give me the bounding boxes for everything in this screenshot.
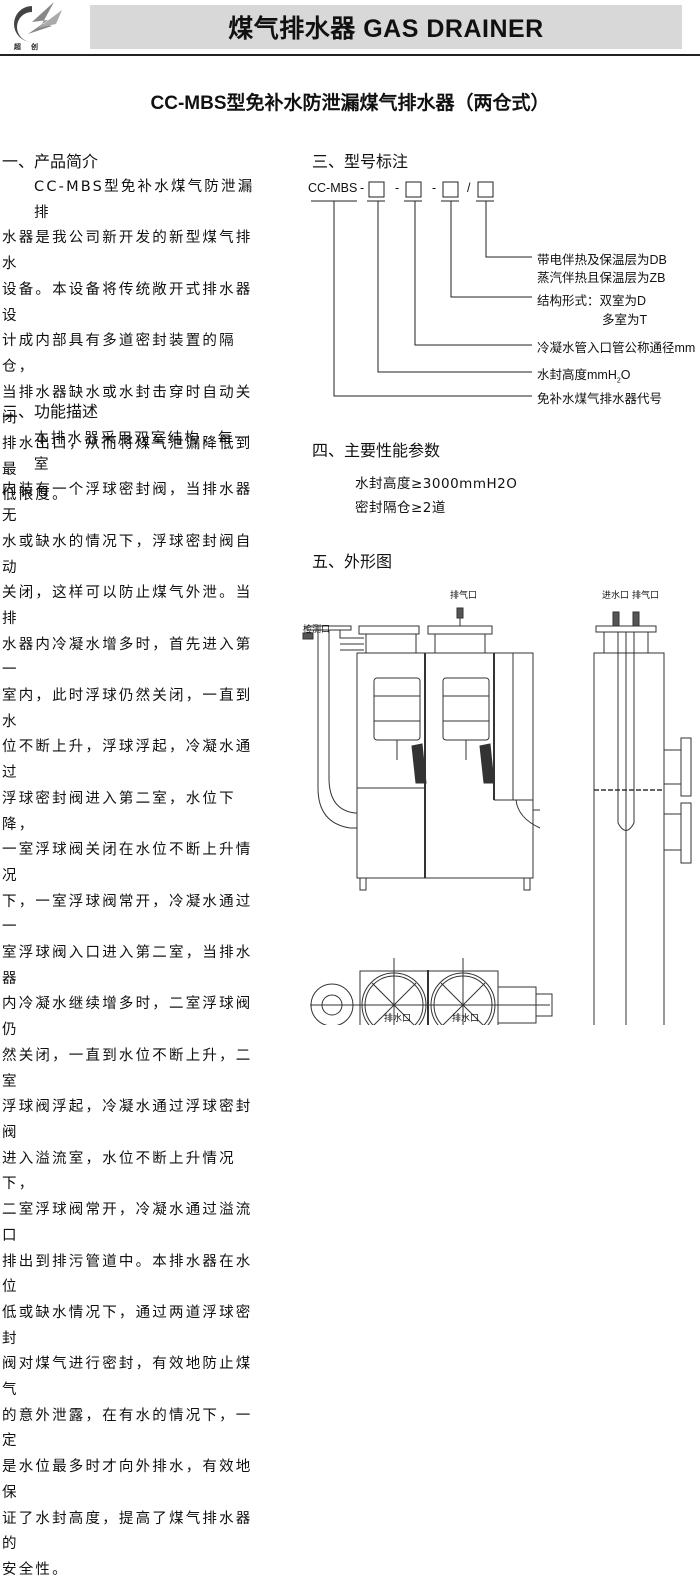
model-code-diagram [311, 181, 532, 397]
section-heading-drawing: 五、外形图 [312, 552, 393, 571]
text-line: 当排水器缺水或水封击穿时自动关闭 [2, 384, 253, 427]
code-box-2 [405, 181, 422, 198]
code-box-1 [368, 181, 385, 198]
page-title: 煤气排水器 GAS DRAINER [228, 15, 544, 43]
text-line: 浮球密封阀进入第二室，水位下降， [2, 790, 236, 833]
section-heading-model: 三、型号标注 [312, 152, 409, 171]
outline-drawing [302, 607, 692, 1025]
section-heading-intro: 一、产品简介 [2, 152, 99, 171]
text-line: 然关闭，一直到水位不断上升，二室 [2, 1047, 253, 1090]
text-line: 的意外泄露，在有水的情况下，一定 [2, 1407, 253, 1450]
seal-height-suffix: O [620, 368, 631, 382]
heating-label-2: 蒸汽伴热且保温层为ZB [537, 271, 666, 285]
model-code-separator: / [467, 181, 471, 195]
header-divider [0, 54, 700, 56]
vent-port-label-front: 排气口 [450, 591, 478, 601]
front-view [302, 607, 541, 891]
seal-height-label: 水封高度mmH2O [537, 364, 631, 385]
text-line: 排出到排污管道中。本排水器在水位 [2, 1253, 253, 1296]
company-logo [13, 2, 62, 42]
text-line: 低或缺水情况下，通过两道浮球密封 [2, 1304, 253, 1347]
text-line: 水器是我公司新开发的新型煤气排水 [2, 230, 253, 273]
text-line: 位不断上升，浮球浮起，冷凝水通过 [2, 739, 253, 782]
section-heading-function: 二、功能描述 [2, 402, 99, 421]
logo-caption: 超创 [14, 43, 48, 51]
product-subtitle: CC-MBS型免补水防泄漏煤气排水器（两仓式） [150, 93, 550, 114]
text-line: 排水出口，从而将煤气泄漏降低到最 [2, 436, 253, 478]
text-line: 设备。本设备将传统敞开式排水器设 [2, 281, 253, 324]
text-line: 浮球阀浮起，冷凝水通过浮球密封阀 [2, 1099, 253, 1141]
inlet-port-label: 进水口 [602, 591, 630, 601]
text-line: 一室浮球阀关闭在水位不断上升情况 [2, 842, 253, 884]
top-view [310, 958, 553, 1025]
title-bar: 煤气排水器 GAS DRAINER [90, 5, 682, 49]
code-name-label: 免补水煤气排水器代号 [537, 392, 663, 406]
code-box-4 [477, 181, 494, 198]
seal-height-text: 水封高度mmH [537, 368, 617, 382]
param-seal-chambers: 密封隔仓≥2道 [355, 500, 446, 516]
text-line: 阀对煤气进行密封，有效地防止煤气 [2, 1356, 253, 1399]
seal-height-subscript: 2 [616, 377, 621, 385]
structure-label-1: 结构形式：双室为D [537, 294, 647, 308]
text-line: 本排水器采用双室结构，每一室 [34, 431, 252, 473]
text-line: 安全性。 [2, 1561, 69, 1578]
text-line: 内装有一个浮球密封阀，当排水器无 [2, 482, 253, 525]
text-line: 内冷凝水继续增多时，二室浮球阀仍 [2, 996, 253, 1039]
vent-port-label-side: 排气口 [632, 591, 660, 601]
function-paragraph: 本排水器采用双室结构，每一室 内装有一个浮球密封阀，当排水器无 水或缺水的情况下… [2, 427, 260, 1584]
param-seal-height: 水封高度≥3000mmH2O [355, 476, 518, 492]
text-line: 室浮球阀入口进入第二室，当排水器 [2, 945, 253, 987]
text-line: 水或缺水的情况下，浮球密封阀自动 [2, 533, 253, 576]
model-code-separator: - [360, 181, 365, 195]
text-line: 室内，此时浮球仍然关闭，一直到水 [2, 688, 253, 730]
text-line: 是水位最多时才向外排水，有效地保 [2, 1459, 253, 1501]
text-line: 下，一室浮球阀常开，冷凝水通过一 [2, 893, 253, 936]
section-heading-params: 四、主要性能参数 [312, 441, 441, 460]
intro-paragraph: CC-MBS型免补水煤气防泄漏排 水器是我公司新开发的新型煤气排水 设备。本设备… [2, 175, 260, 509]
structure-label-2: 多室为T [602, 313, 648, 327]
model-code-separator: - [432, 181, 437, 195]
text-line: 证了水封高度，提高了煤气排水器的 [2, 1510, 253, 1553]
diameter-label: 冷凝水管入口管公称通径mm [537, 341, 696, 355]
drain-port-label-2: 排水口 [452, 1014, 480, 1024]
model-code-prefix: CC-MBS [308, 181, 358, 195]
drain-port-label-1: 排水口 [384, 1014, 412, 1024]
text-line: 水器内冷凝水增多时，首先进入第一 [2, 636, 253, 679]
text-line: 关闭，这样可以防止煤气外泄。当排 [2, 585, 253, 627]
text-line: CC-MBS型免补水煤气防泄漏排 [34, 179, 255, 221]
text-line: 计成内部具有多道密封装置的隔仓， [2, 333, 236, 375]
text-line: 低限度。 [2, 487, 69, 504]
text-line: 进入溢流室，水位不断上升情况下， [2, 1150, 236, 1193]
detect-port-label: 检测口 [303, 625, 331, 635]
text-line: 二室浮球阀常开，冷凝水通过溢流口 [2, 1202, 253, 1244]
model-code-separator: - [395, 181, 400, 195]
side-view [593, 611, 692, 1025]
heating-label-1: 带电伴热及保温层为DB [537, 253, 667, 267]
code-box-3 [442, 181, 459, 198]
